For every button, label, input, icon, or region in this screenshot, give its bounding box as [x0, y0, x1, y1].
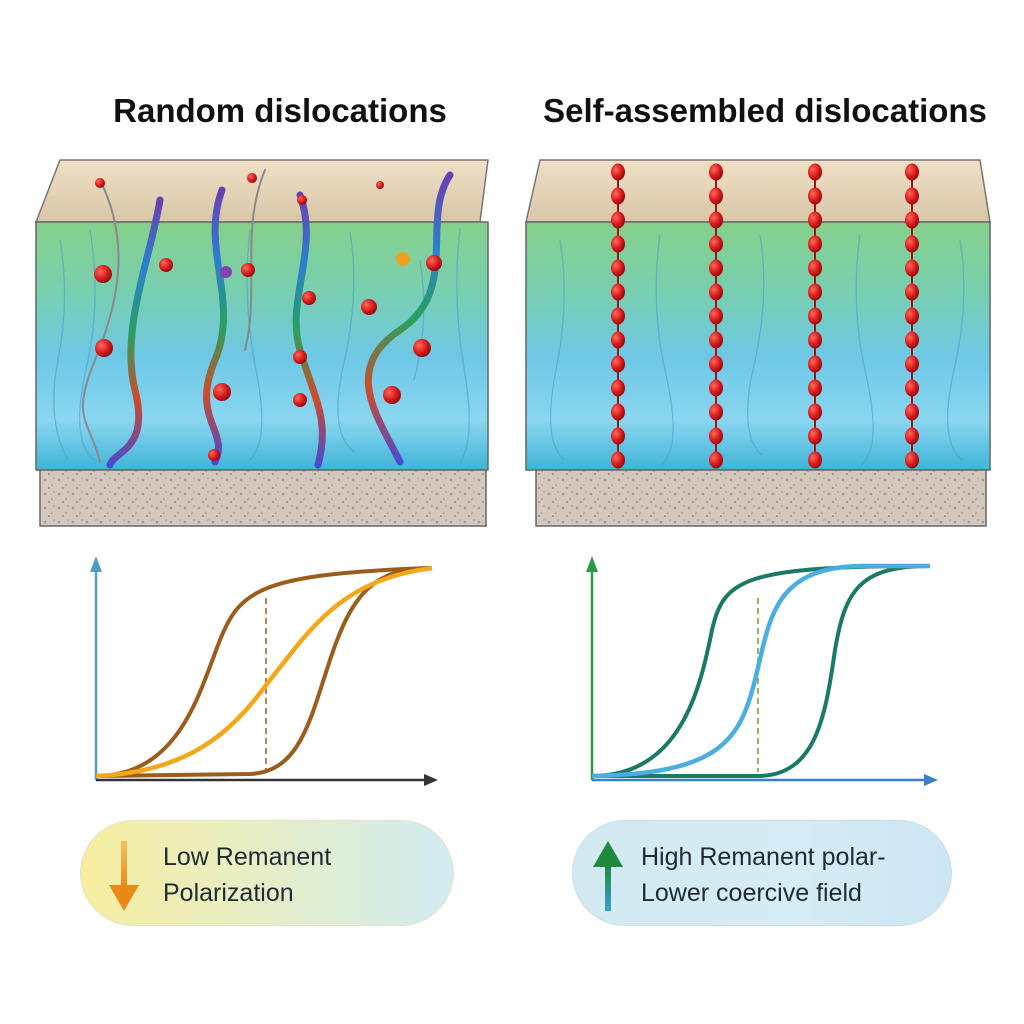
- chain-defect-bead: [709, 283, 723, 301]
- chain-defect-bead: [709, 331, 723, 349]
- chain-defect-bead: [611, 187, 625, 205]
- chain-defect-bead: [808, 259, 822, 277]
- defect-particles-left: [94, 173, 442, 461]
- chain-defect-bead: [905, 163, 919, 181]
- chain-defect-bead: [905, 283, 919, 301]
- caption-right-line1: High Remanent polar-: [641, 843, 886, 871]
- chain-defect-bead: [611, 283, 625, 301]
- chain-defect-bead: [709, 451, 723, 469]
- chain-defect-bead: [808, 427, 822, 445]
- hysteresis-outer-right: [591, 564, 931, 778]
- chain-defect-bead: [808, 403, 822, 421]
- chain-defect-bead: [709, 307, 723, 325]
- caption-high-remanent: High Remanent polar- Lower coercive fiel…: [572, 820, 952, 926]
- chain-defect-bead: [611, 307, 625, 325]
- film-surface-left: [34, 159, 489, 223]
- chain-defect-bead: [905, 451, 919, 469]
- self-assembled-dislocation-block: [525, 159, 991, 527]
- chain-defect-bead: [611, 427, 625, 445]
- chain-defect-bead: [611, 379, 625, 397]
- chain-defect-bead: [611, 355, 625, 373]
- chain-defect-bead: [808, 211, 822, 229]
- chain-defect-bead: [709, 355, 723, 373]
- chain-defect-bead: [808, 163, 822, 181]
- chain-defect-bead: [709, 427, 723, 445]
- chain-defect-bead: [709, 235, 723, 253]
- strain-lines-left: [53, 227, 470, 464]
- chain-defect-bead: [905, 187, 919, 205]
- y-axis-arrow-left: [90, 556, 102, 572]
- substrate-left: [39, 469, 487, 527]
- chain-defect-bead: [905, 379, 919, 397]
- chain-defect-bead: [905, 403, 919, 421]
- down-arrow-icon: [109, 841, 139, 911]
- chain-defect-bead: [611, 331, 625, 349]
- strain-lines-right: [549, 234, 965, 466]
- chain-defect-bead: [709, 211, 723, 229]
- caption-left-line1: Low Remanent: [163, 843, 332, 871]
- chain-defect-bead: [808, 331, 822, 349]
- caption-text-right: High Remanent polar- Lower coercive fiel…: [641, 839, 886, 911]
- title-self-assembled-dislocations: Self-assembled dislocations: [543, 92, 987, 129]
- chain-defect-bead: [905, 211, 919, 229]
- chain-defect-bead: [905, 355, 919, 373]
- dislocation-lines-left: [81, 169, 454, 469]
- x-axis-arrow-left: [424, 774, 438, 786]
- chain-defect-bead: [709, 379, 723, 397]
- chain-defect-bead: [611, 163, 625, 181]
- y-axis-arrow-right: [586, 556, 598, 572]
- up-arrow-icon: [593, 841, 623, 911]
- chain-defect-bead: [611, 235, 625, 253]
- chain-defect-bead: [808, 235, 822, 253]
- caption-text-left: Low Remanent Polarization: [163, 839, 331, 911]
- caption-left-line2: Polarization: [163, 879, 294, 907]
- chain-defect-bead: [905, 427, 919, 445]
- chain-defect-bead: [905, 259, 919, 277]
- film-surface-right: [525, 159, 991, 223]
- hysteresis-inner-left: [95, 565, 433, 779]
- caption-right-line2: Lower coercive field: [641, 879, 862, 907]
- chain-defect-bead: [611, 403, 625, 421]
- chain-defect-bead: [808, 307, 822, 325]
- chain-defect-bead: [808, 283, 822, 301]
- chain-defect-bead: [905, 235, 919, 253]
- chain-defect-bead: [905, 331, 919, 349]
- chain-defect-bead: [905, 307, 919, 325]
- chain-defect-bead: [808, 451, 822, 469]
- hysteresis-outer-left: [95, 566, 431, 778]
- dislocation-chains-right: [611, 163, 919, 469]
- title-random-dislocations: Random dislocations: [113, 92, 447, 129]
- chain-defect-bead: [611, 451, 625, 469]
- random-dislocation-block: [34, 159, 489, 527]
- chain-defect-bead: [709, 403, 723, 421]
- chain-defect-bead: [808, 355, 822, 373]
- chain-defect-bead: [611, 259, 625, 277]
- chain-defect-bead: [611, 211, 625, 229]
- chain-defect-bead: [709, 163, 723, 181]
- hysteresis-return-left: [95, 566, 431, 778]
- caption-low-remanent: Low Remanent Polarization: [80, 820, 454, 926]
- x-axis-arrow-right: [924, 774, 938, 786]
- chain-defect-bead: [808, 187, 822, 205]
- hysteresis-plot-right: [586, 556, 938, 786]
- hysteresis-plot-left: [90, 556, 438, 786]
- substrate-right: [535, 469, 987, 527]
- chain-defect-bead: [709, 187, 723, 205]
- chain-defect-bead: [709, 259, 723, 277]
- hysteresis-return-right: [592, 564, 931, 778]
- hysteresis-inner-right: [591, 563, 930, 779]
- chain-defect-bead: [808, 379, 822, 397]
